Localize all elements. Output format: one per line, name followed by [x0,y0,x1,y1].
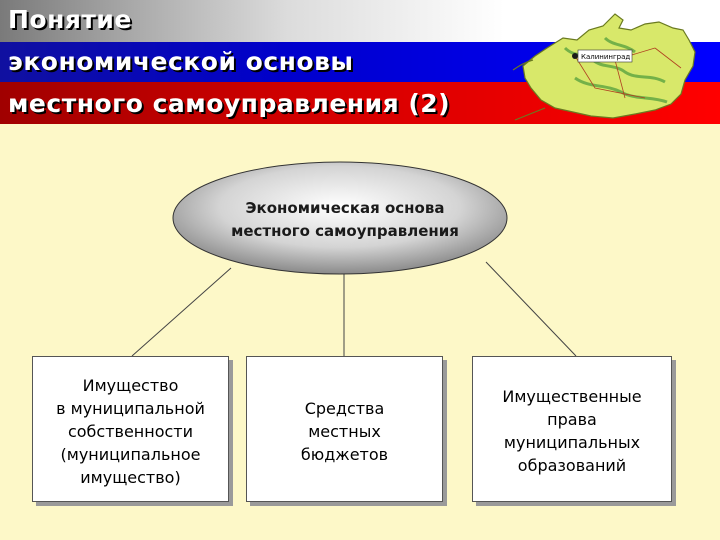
center-concept: Экономическая основа местного самоуправл… [180,197,510,243]
box-text-line: в муниципальной [56,399,205,418]
box-municipal-property: Имущество в муниципальной собственности … [32,356,229,502]
box-text-line: имущество) [80,468,181,487]
kaliningrad-region-map: Калининград [512,13,696,121]
box-text-line: Имущество [82,376,179,395]
slide-title-line-3: местного самоуправления (2) [8,89,451,118]
box-text-line: (муниципальное [60,445,201,464]
box-text-line: образований [517,456,627,475]
map-coastline-spit [512,59,546,121]
map-city-marker [572,53,578,59]
center-concept-line-1: Экономическая основа [245,199,445,217]
box-text-line: муниципальных [503,433,641,452]
map-label-box [577,49,633,63]
connector-left [131,267,232,357]
center-ellipse [172,161,508,275]
box-text-line: Средства [304,399,385,418]
center-concept-line-2: местного самоуправления [231,222,459,240]
slide-title-line-1: Понятие [8,5,132,34]
box-property-rights: Имущественные права муниципальных образо… [472,356,672,502]
box-text-line: Имущественные [502,387,642,406]
box-local-budgets: Средства местных бюджетов [246,356,443,502]
box-text-line: собственности [67,422,194,441]
box-text-line: бюджетов [300,445,389,464]
connector-right [485,261,577,357]
map-city-label: Калининград [581,53,630,61]
box-text-line: местных [308,422,381,441]
slide-title-line-2: экономической основы [8,47,354,76]
box-text-line: права [547,410,597,429]
